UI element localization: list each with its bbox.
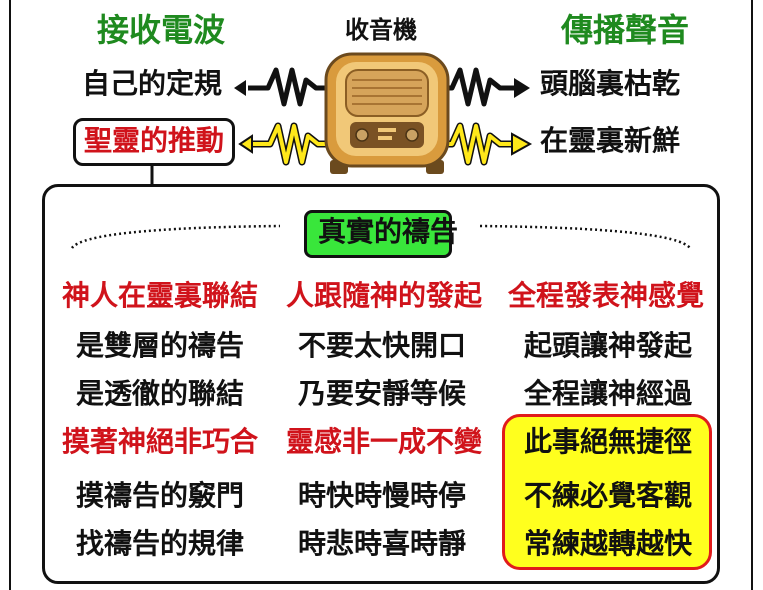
col1-line2: 是透徹的聯結 — [76, 377, 245, 410]
col3-box-line1: 此事絕無捷徑 — [524, 425, 693, 458]
col2-line3: 時快時慢時停 — [298, 479, 467, 512]
row-right-2: 在靈裏新鮮 — [540, 124, 681, 157]
panel-title: 真實的禱告 — [318, 215, 459, 248]
row-left-1: 自己的定規 — [82, 67, 223, 100]
col2-line1: 不要太快開口 — [298, 329, 467, 362]
col1-heading: 神人在靈裏聯結 — [62, 279, 259, 312]
col3-line1: 起頭讓神發起 — [524, 329, 693, 362]
zigzag-arrow-yellow-right — [440, 122, 533, 166]
col2-heading2: 靈感非一成不變 — [286, 425, 483, 458]
zigzag-arrow-black-left — [234, 67, 330, 107]
col2-line4: 時悲時喜時靜 — [298, 527, 467, 560]
col2-line2: 乃要安靜等候 — [298, 377, 467, 410]
header-broadcast: 傳播聲音 — [561, 11, 690, 49]
vintage-radio-icon — [324, 52, 450, 174]
col3-box-line3: 常練越轉越快 — [524, 527, 693, 560]
spirit-label-box — [73, 118, 235, 166]
header-radio: 收音機 — [345, 16, 417, 44]
row-right-1: 頭腦裏枯乾 — [540, 67, 681, 100]
outer-frame — [9, 0, 753, 590]
dotted-arc-left — [70, 224, 281, 249]
dotted-arc-right — [479, 224, 691, 249]
col1-line1: 是雙層的禱告 — [76, 329, 245, 362]
col2-heading: 人跟隨神的發起 — [286, 279, 483, 312]
col1-line3: 摸禱告的竅門 — [76, 479, 245, 512]
header-receive: 接收電波 — [97, 11, 226, 49]
col3-box-line2: 不練必覺客觀 — [524, 479, 693, 512]
row-left-2: 聖靈的推動 — [84, 124, 225, 157]
zigzag-arrow-black-right — [440, 67, 530, 107]
zigzag-arrow-yellow-left — [238, 122, 332, 166]
practice-highlight-box — [502, 414, 712, 570]
col3-line2: 全程讓神經過 — [524, 377, 693, 410]
col1-line4: 找禱告的規律 — [76, 527, 245, 560]
panel-title-box — [304, 210, 452, 258]
col3-heading: 全程發表神感覺 — [508, 279, 705, 312]
col1-heading2: 摸著神絕非巧合 — [62, 425, 259, 458]
